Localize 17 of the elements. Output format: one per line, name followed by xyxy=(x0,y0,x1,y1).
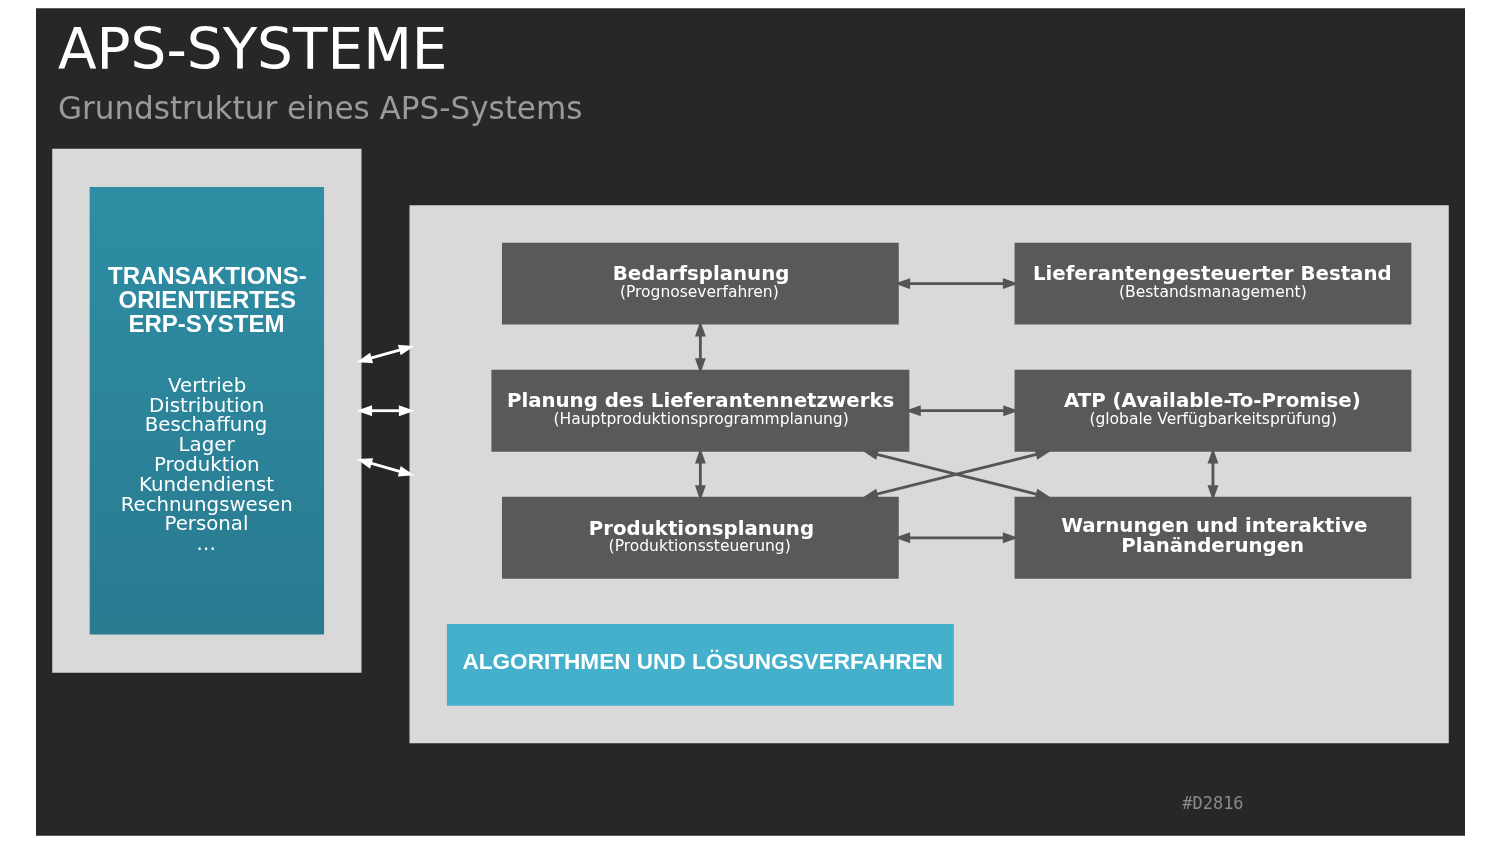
caption: Grundstruktur eines APS-Systems xyxy=(57,90,582,127)
node-box: Planung des Lieferantennetzwerks (Hauptproduktionsprogrammplanung) xyxy=(490,369,909,452)
arrow xyxy=(356,458,414,477)
cluster xyxy=(51,148,361,673)
node-box: ATP (Available-To-Promise) (globale Verfügbarkeitsprüfung) xyxy=(1014,369,1411,452)
node-box: Warnungen und interaktive Planänderungen xyxy=(1014,496,1411,579)
node-box: Lieferantengesteuerter Bestand (Bestandsmanagement) xyxy=(1014,242,1411,325)
arrow xyxy=(356,405,414,417)
node-box: TRANSAKTIONS-ORIENTIERTES ERP-SYSTEM Vertrieb Distribution Beschaffung Lager Produktion Kundendienst Rechnungswesen Personal … xyxy=(89,186,324,635)
cluster xyxy=(409,205,1449,744)
label: #D2816 xyxy=(1181,793,1244,814)
node-box: Produktionsplanung (Produktionssteuerung) xyxy=(501,496,899,579)
node-box: ALGORITHMEN UND LÖSUNGSVERFAHREN xyxy=(446,623,954,706)
arrow xyxy=(356,344,414,364)
diagram-title: APS-SYSTEME xyxy=(57,16,448,82)
arrow xyxy=(861,449,1051,500)
node-box: Bedarfsplanung (Prognoseverfahren) xyxy=(501,242,899,325)
